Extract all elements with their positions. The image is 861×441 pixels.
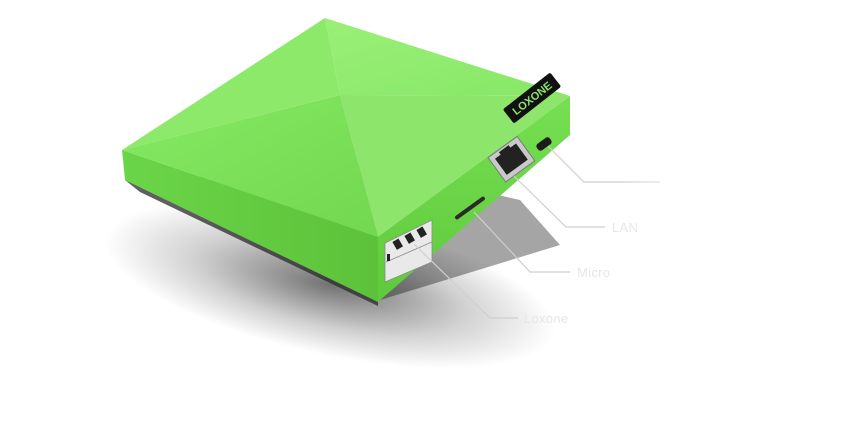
microsd-slot-icon xyxy=(455,196,485,220)
usb-port-icon xyxy=(536,137,552,151)
status-led-icon xyxy=(387,254,390,261)
callout-line-usb xyxy=(547,145,660,183)
callout-line-lan xyxy=(513,175,605,228)
logo-badge-background xyxy=(503,73,561,123)
lan-port-icon xyxy=(487,135,536,183)
device-top-facet-right xyxy=(325,18,570,96)
callout-label-microsd: Micro xyxy=(577,265,611,280)
callout-line-loxone xyxy=(413,243,518,319)
terminal-block-icon xyxy=(384,219,433,283)
device-bottom-edge xyxy=(125,180,378,306)
device-left-side xyxy=(122,150,378,302)
callout-line-microsd xyxy=(473,211,570,273)
device-shadow xyxy=(104,201,556,369)
callout-label-loxone: Loxone xyxy=(524,311,569,326)
device-top-facet-left xyxy=(122,95,378,237)
device-top-facet-front xyxy=(340,95,570,237)
device-top-facet-back xyxy=(122,18,340,150)
callout-label-lan: LAN xyxy=(612,220,639,235)
